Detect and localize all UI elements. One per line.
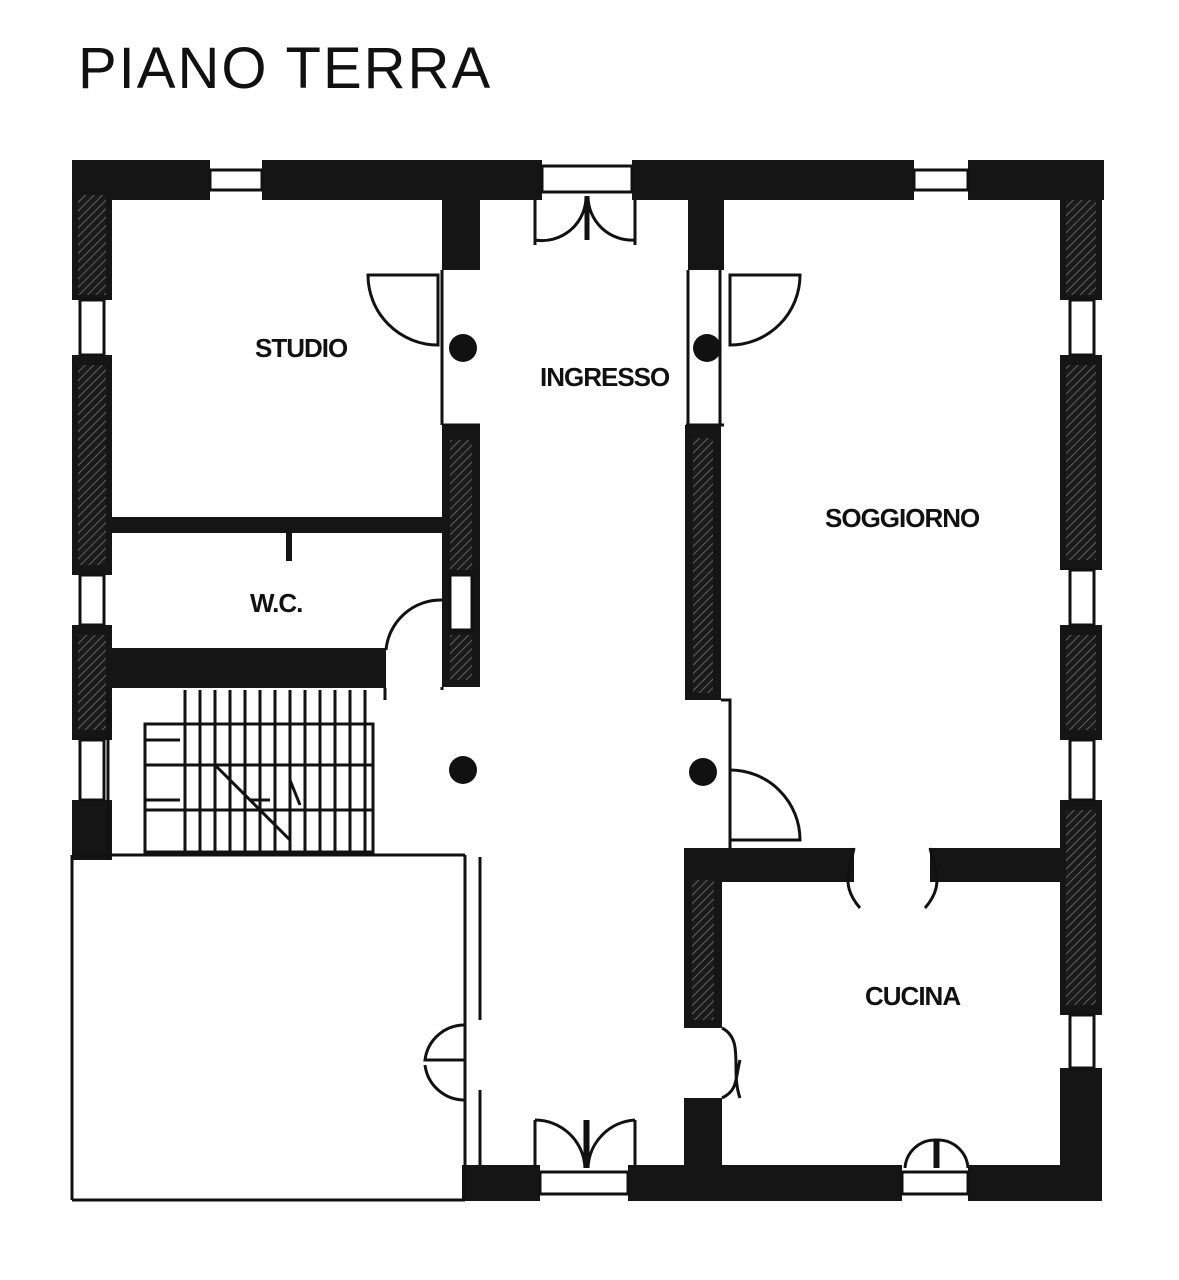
window [1068,298,1096,357]
entrance-door-bottom [533,1118,637,1169]
window [78,573,106,627]
window [538,1170,630,1196]
window [1068,738,1096,802]
window [78,298,106,357]
room-label-studio: STUDIO [255,333,348,363]
soggiorno-door [728,273,802,347]
window [912,168,970,192]
hall-door [729,768,802,842]
annex-door [423,1023,466,1102]
window [208,168,264,192]
window [1068,1013,1096,1070]
wc-door [384,598,443,651]
studio-door [366,273,440,347]
outer-walls [72,160,1104,1201]
outlines [70,270,732,1202]
columns [449,334,721,786]
entrance-door-top [533,195,637,245]
interior-walls [108,195,1064,1198]
staircase [143,688,387,855]
room-label-ingresso: INGRESSO [540,362,670,392]
window [900,1170,970,1196]
window [1068,568,1096,627]
window [78,738,106,802]
room-label-wc: W.C. [250,588,302,618]
doors [366,195,970,1169]
room-label-cucina: CUCINA [865,981,961,1011]
window [540,164,634,194]
room-label-soggiorno: SOGGIORNO [825,503,980,533]
plan-title: PIANO TERRA [78,36,493,101]
